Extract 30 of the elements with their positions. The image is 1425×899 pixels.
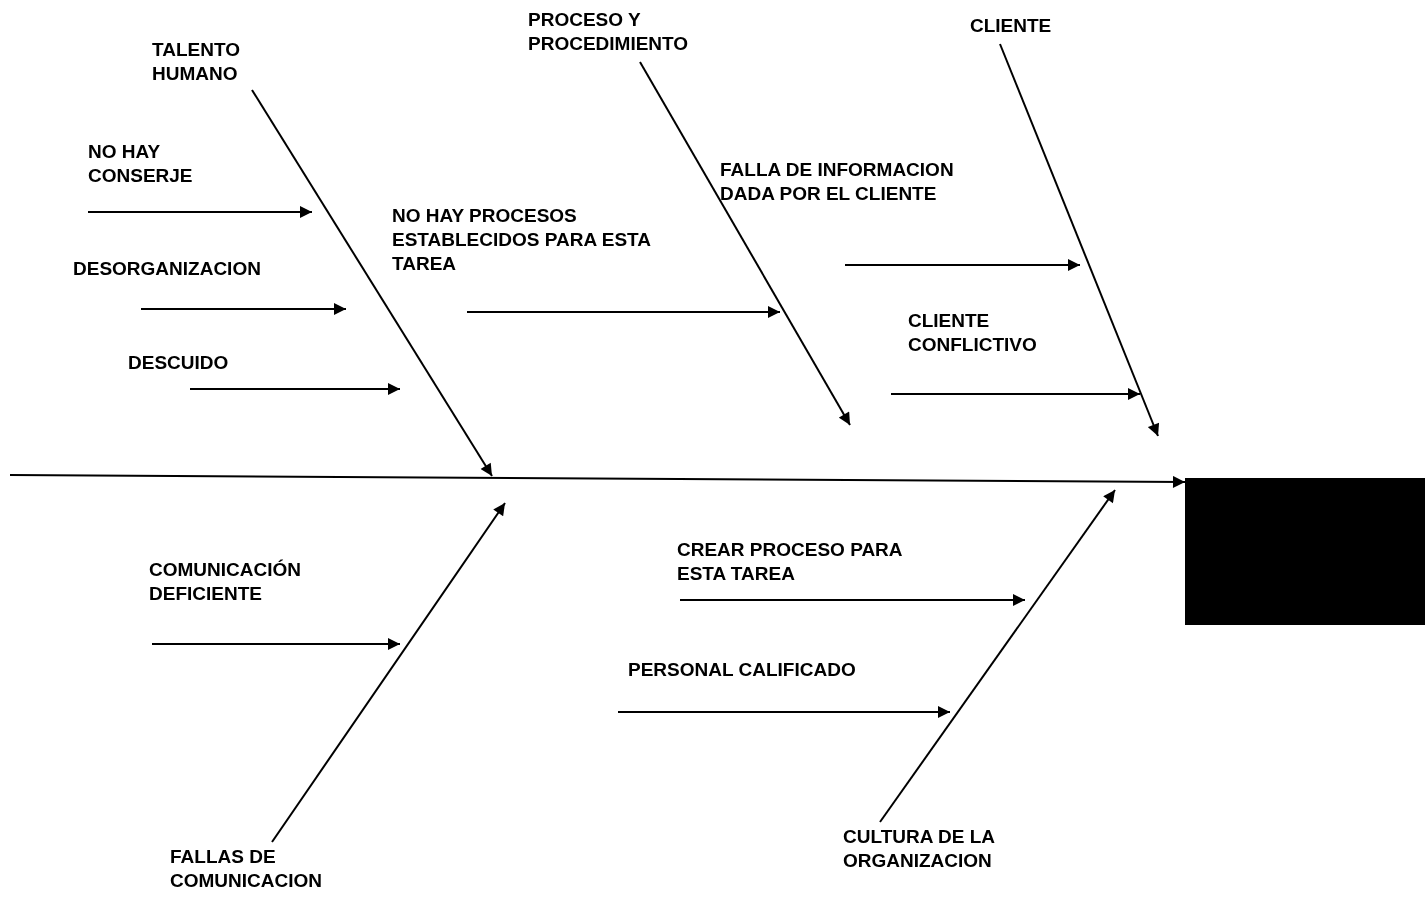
cause-label: PERSONAL CALIFICADO xyxy=(628,658,888,682)
arrow xyxy=(9,474,1186,488)
category-label: CLIENTE xyxy=(970,14,1080,38)
cause-label: DESORGANIZACION xyxy=(73,257,293,281)
arrow xyxy=(617,706,951,718)
arrow xyxy=(87,206,313,218)
cause-label: NO HAY PROCESOS ESTABLECIDOS PARA ESTA TAREA xyxy=(392,204,682,276)
category-label: TALENTO HUMANO xyxy=(152,38,262,86)
cause-label: CREAR PROCESO PARA ESTA TAREA xyxy=(677,538,937,586)
cause-label: NO HAY CONSERJE xyxy=(88,140,218,188)
arrow xyxy=(251,89,493,477)
arrow xyxy=(140,303,347,315)
cause-label: COMUNICACIÓN DEFICIENTE xyxy=(149,558,339,606)
cause-label: CLIENTE CONFLICTIVO xyxy=(908,309,1068,357)
arrow xyxy=(189,383,401,395)
category-label: FALLAS DE COMUNICACION xyxy=(170,845,360,893)
cause-label: FALLA DE INFORMACION DADA POR EL CLIENTE xyxy=(720,158,990,206)
category-label: CULTURA DE LA ORGANIZACION xyxy=(843,825,1033,873)
arrow xyxy=(151,638,401,650)
effect-box xyxy=(1185,478,1425,625)
arrow xyxy=(466,306,781,318)
arrow xyxy=(271,502,506,843)
arrow xyxy=(879,489,1116,823)
cause-label: DESCUIDO xyxy=(128,351,258,375)
arrow xyxy=(890,388,1141,400)
arrow xyxy=(844,259,1081,271)
arrow xyxy=(679,594,1026,606)
category-label: PROCESO Y PROCEDIMIENTO xyxy=(528,8,728,56)
arrow xyxy=(639,61,851,426)
arrow xyxy=(999,43,1160,437)
